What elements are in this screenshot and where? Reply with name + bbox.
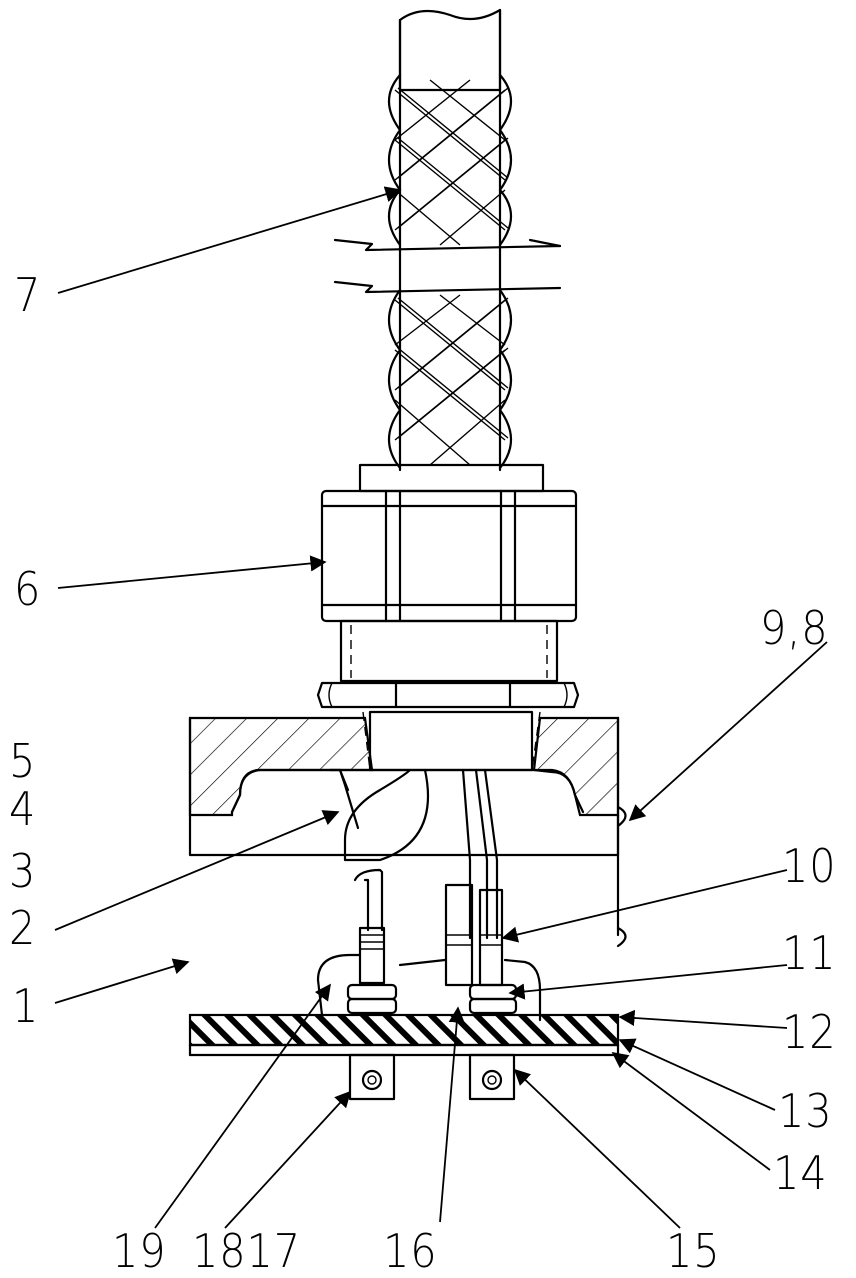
label-14: 14 bbox=[773, 1146, 828, 1200]
label-1817: 1817 bbox=[192, 1224, 301, 1278]
label-19: 19 bbox=[112, 1224, 167, 1278]
label-3: 3 bbox=[9, 844, 37, 898]
label-10: 10 bbox=[782, 839, 837, 893]
label-11: 11 bbox=[782, 926, 837, 980]
label-1: 1 bbox=[12, 979, 40, 1033]
cable bbox=[398, 8, 502, 472]
base-plate bbox=[188, 1013, 620, 1057]
leader-lines bbox=[54, 186, 828, 1229]
label-5: 5 bbox=[9, 734, 37, 788]
label-7: 7 bbox=[14, 268, 42, 322]
terminal-pins bbox=[348, 1053, 516, 1101]
housing bbox=[188, 710, 627, 948]
label-4: 4 bbox=[9, 782, 37, 836]
label-13: 13 bbox=[778, 1084, 833, 1138]
label-2: 2 bbox=[9, 901, 37, 955]
wire-mesh-grip bbox=[333, 73, 562, 470]
label-9-8: 9,8 bbox=[760, 601, 829, 655]
label-15: 15 bbox=[666, 1224, 721, 1278]
label-6: 6 bbox=[14, 562, 42, 616]
internal-wiring bbox=[316, 768, 542, 1022]
label-12: 12 bbox=[782, 1005, 837, 1059]
gland-nut bbox=[316, 463, 580, 709]
label-16: 16 bbox=[383, 1224, 438, 1278]
